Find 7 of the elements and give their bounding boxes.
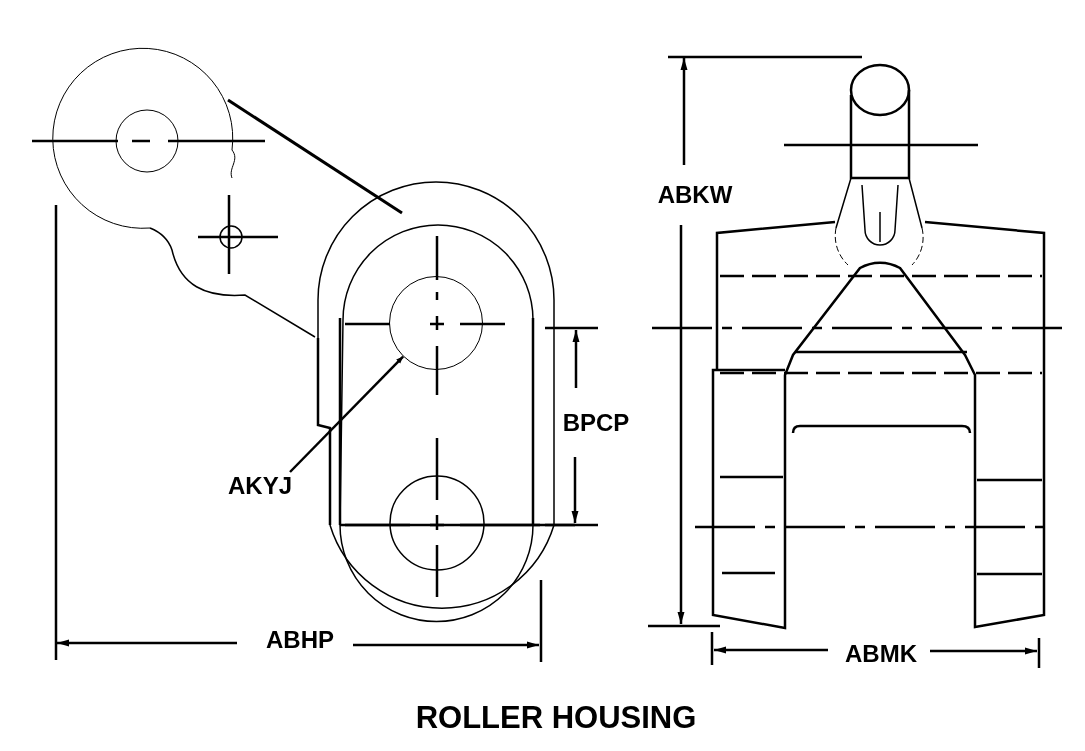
leader-line xyxy=(289,355,404,473)
dimension-label: ABKW xyxy=(657,181,733,209)
dimension-label: BPCP xyxy=(562,409,630,437)
callout-label: AKYJ xyxy=(228,472,293,500)
dimension-label: ABMK xyxy=(845,640,917,668)
drawing-caption: ROLLER HOUSING xyxy=(415,700,697,736)
dimension-label: ABHP xyxy=(266,626,334,654)
